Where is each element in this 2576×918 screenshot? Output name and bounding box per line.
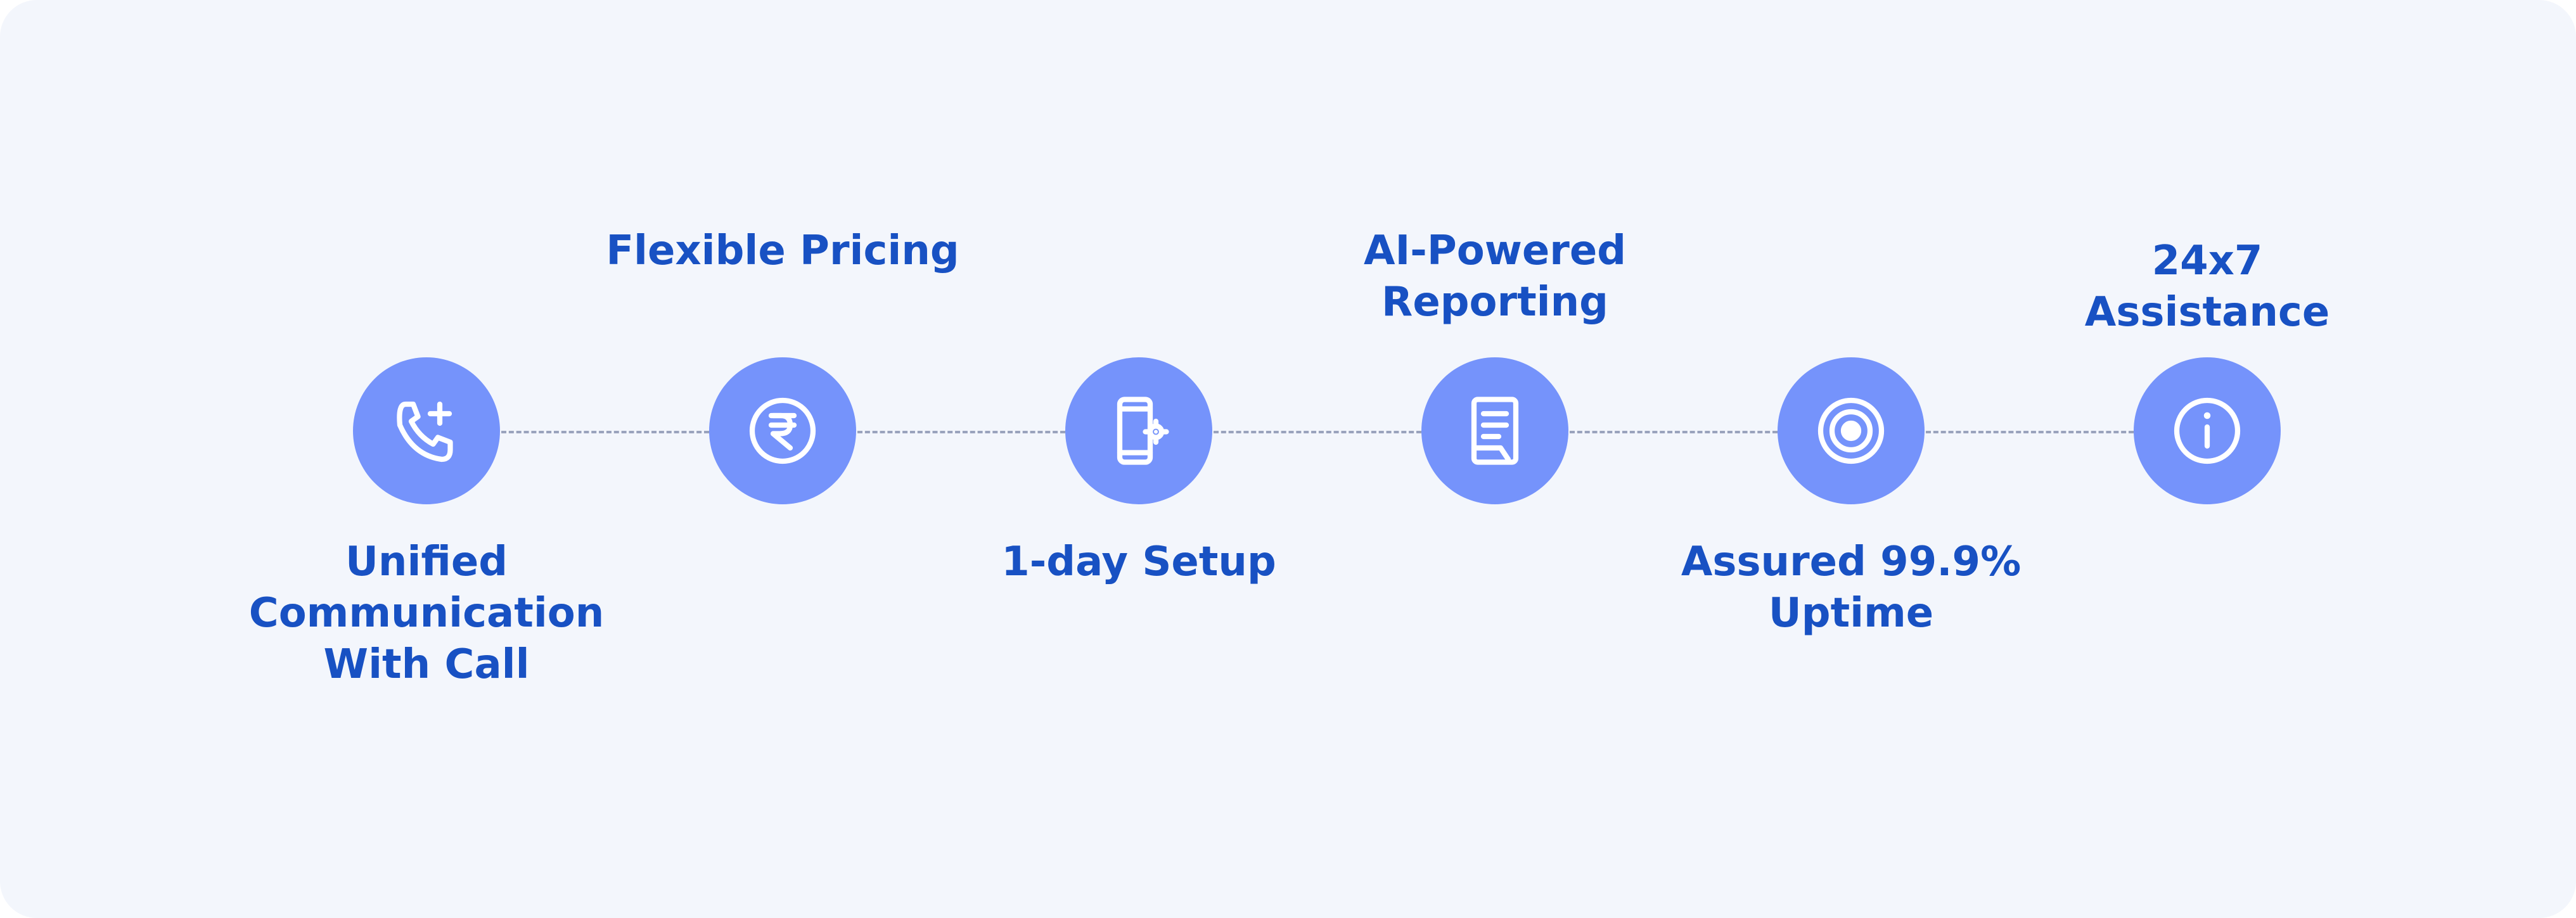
connector-line	[857, 431, 1065, 433]
feature-step-flexible-pricing	[709, 357, 856, 504]
feature-label: 24x7 Assistance	[2084, 238, 2330, 336]
feature-label: Flexible Pricing	[606, 227, 959, 274]
mobile-settings-icon	[1117, 397, 1169, 465]
report-document-icon	[1471, 397, 1519, 465]
connector-line	[501, 431, 709, 433]
feature-label: Assured 99.9% Uptime	[1681, 539, 2022, 637]
feature-label: Unified Communication With Call	[248, 539, 605, 688]
feature-step-24x7-assistance	[2134, 357, 2281, 504]
feature-step-ai-powered-reporting	[1421, 357, 1568, 504]
feature-label: AI-Powered Reporting	[1363, 227, 1627, 326]
connector-line	[1926, 431, 2134, 433]
info-icon	[2174, 397, 2241, 464]
feature-step-1-day-setup	[1065, 357, 1212, 504]
phone-plus-icon	[397, 401, 453, 462]
connector-line	[1214, 431, 1421, 433]
feature-step-assured-uptime	[1778, 357, 1925, 504]
connector-line	[1570, 431, 1778, 433]
target-icon	[1817, 397, 1885, 464]
rupee-coin-icon	[749, 397, 816, 464]
feature-step-unified-communication	[353, 357, 500, 504]
feature-label: 1-day Setup	[1001, 539, 1276, 585]
